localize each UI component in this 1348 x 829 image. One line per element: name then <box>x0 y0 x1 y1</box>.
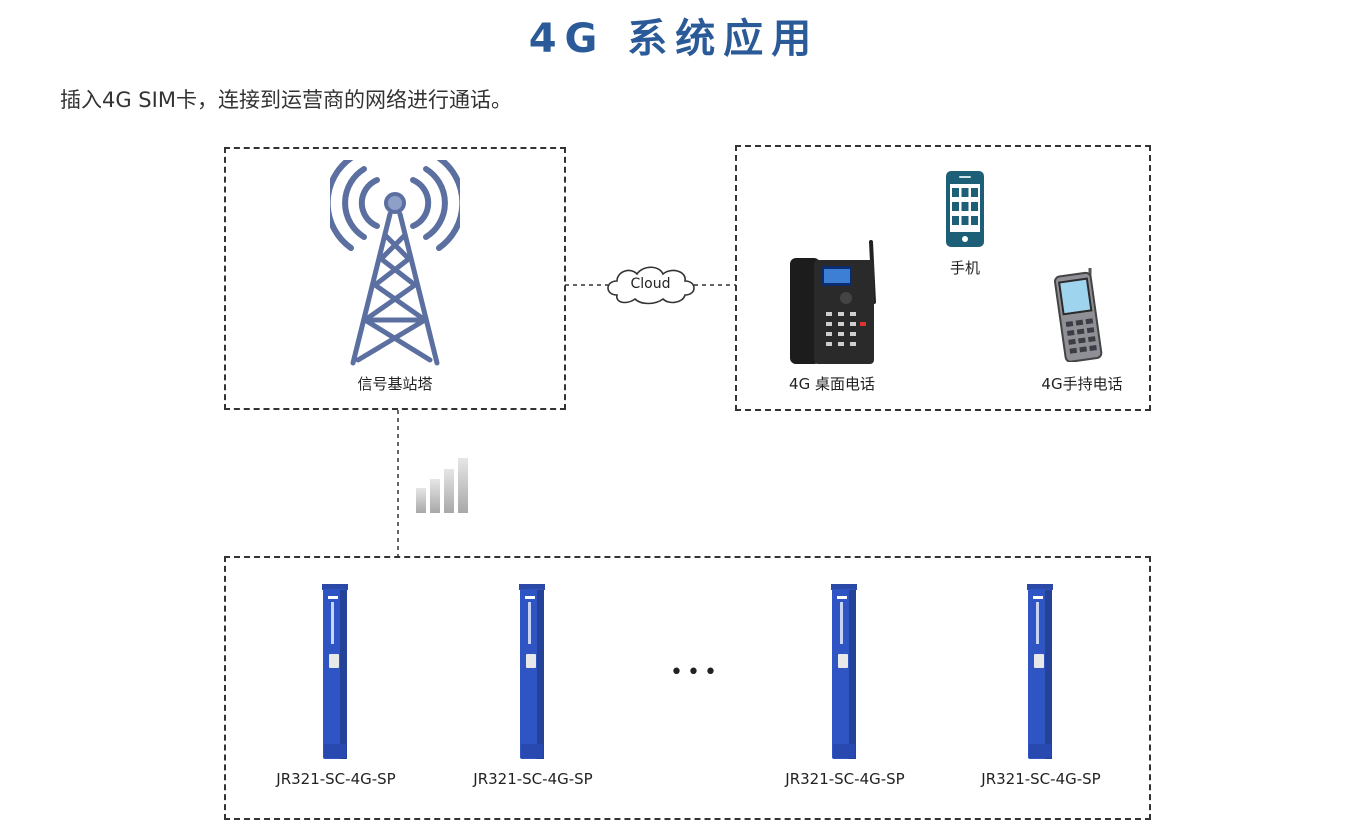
terminal-pillar-icon <box>1027 584 1053 759</box>
terminal-label: JR321-SC-4G-SP <box>785 770 905 788</box>
ellipsis: ••• <box>670 660 721 685</box>
desk-phone-icon <box>790 240 876 364</box>
terminal-label: JR321-SC-4G-SP <box>276 770 396 788</box>
handset-label: 4G手持电话 <box>1041 375 1123 393</box>
signal-strength-icon <box>416 458 468 513</box>
terminal-label: JR321-SC-4G-SP <box>473 770 593 788</box>
terminal-pillar-icon <box>519 584 545 759</box>
page-title: 4G 系统应用 <box>528 16 820 62</box>
subtitle: 插入4G SIM卡，连接到运营商的网络进行通话。 <box>60 88 512 112</box>
signal-tower-icon <box>330 160 460 366</box>
terminal-pillar-icon <box>322 584 348 759</box>
handset-phone-icon <box>1054 268 1103 362</box>
devices-box <box>735 145 1151 411</box>
terminal-pillar-icon <box>831 584 857 759</box>
terminals-box <box>224 556 1151 820</box>
mobile-phone-icon <box>946 171 984 247</box>
tower-box <box>224 147 566 410</box>
cloud-label: Cloud <box>630 276 671 292</box>
terminal-label: JR321-SC-4G-SP <box>981 770 1101 788</box>
tower-label: 信号基站塔 <box>357 375 433 393</box>
desk-phone-label: 4G 桌面电话 <box>789 375 875 393</box>
mobile-label: 手机 <box>949 259 980 277</box>
cloud-icon <box>607 266 695 305</box>
